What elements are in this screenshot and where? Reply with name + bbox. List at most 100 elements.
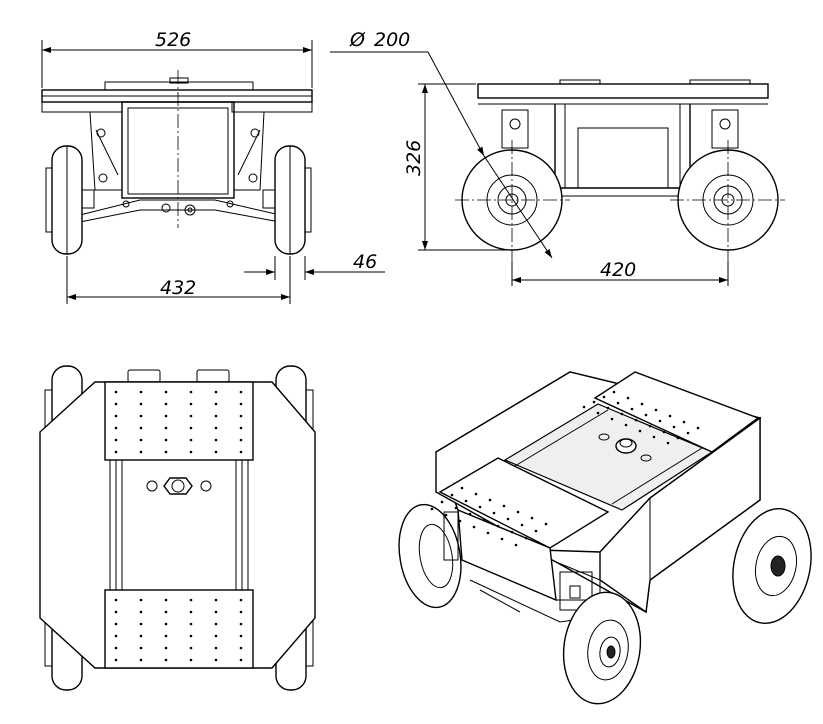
mounting-hole bbox=[610, 417, 614, 421]
mounting-hole bbox=[460, 486, 464, 490]
hole-pattern-top-plate bbox=[114, 390, 243, 454]
mounting-hole bbox=[486, 531, 490, 535]
mounting-hole bbox=[239, 390, 243, 394]
mounting-hole bbox=[164, 610, 168, 614]
mounting-hole bbox=[516, 510, 520, 514]
mounting-hole bbox=[676, 436, 680, 440]
mounting-hole bbox=[592, 400, 596, 404]
mounting-hole bbox=[596, 411, 600, 415]
top-view bbox=[39, 365, 316, 691]
mounting-hole bbox=[189, 646, 193, 650]
mounting-hole bbox=[139, 414, 143, 418]
mounting-hole bbox=[139, 646, 143, 650]
mounting-hole bbox=[114, 658, 118, 662]
mounting-hole bbox=[139, 426, 143, 430]
mounting-hole bbox=[189, 634, 193, 638]
mounting-hole bbox=[630, 407, 634, 411]
mounting-hole bbox=[189, 658, 193, 662]
front-view bbox=[41, 70, 313, 255]
dimension-46: 46 bbox=[244, 251, 385, 280]
mounting-hole bbox=[544, 522, 548, 526]
mounting-hole bbox=[114, 610, 118, 614]
mounting-hole bbox=[239, 634, 243, 638]
mounting-hole bbox=[114, 390, 118, 394]
mounting-hole bbox=[696, 426, 700, 430]
mounting-hole bbox=[534, 529, 538, 533]
mounting-hole bbox=[139, 438, 143, 442]
mounting-hole bbox=[644, 413, 648, 417]
mounting-hole bbox=[164, 658, 168, 662]
mounting-hole bbox=[189, 390, 193, 394]
dimension-432: 432 bbox=[66, 256, 291, 304]
hole-pattern-iso-rear-plate bbox=[582, 390, 700, 445]
mounting-hole bbox=[492, 511, 496, 515]
mounting-hole bbox=[626, 396, 630, 400]
side-view bbox=[455, 79, 785, 262]
mounting-hole bbox=[114, 414, 118, 418]
mounting-hole bbox=[652, 435, 656, 439]
mounting-hole bbox=[114, 634, 118, 638]
mounting-hole bbox=[450, 493, 454, 497]
mounting-hole bbox=[502, 504, 506, 508]
isometric-view bbox=[398, 371, 812, 705]
mounting-hole bbox=[464, 499, 468, 503]
mounting-hole bbox=[478, 505, 482, 509]
hole-pattern-bottom-plate bbox=[114, 598, 243, 662]
mounting-hole bbox=[164, 438, 168, 442]
mounting-hole bbox=[634, 418, 638, 422]
mounting-hole bbox=[506, 517, 510, 521]
mounting-hole bbox=[114, 426, 118, 430]
dimension-432-label: 432 bbox=[160, 277, 196, 299]
mounting-hole bbox=[440, 500, 444, 504]
mounting-hole bbox=[214, 438, 218, 442]
mounting-hole bbox=[139, 390, 143, 394]
mounting-hole bbox=[139, 450, 143, 454]
mounting-hole bbox=[496, 524, 500, 528]
mounting-hole bbox=[638, 429, 642, 433]
mounting-hole bbox=[139, 402, 143, 406]
mounting-hole bbox=[239, 450, 243, 454]
mounting-hole bbox=[239, 658, 243, 662]
mounting-hole bbox=[214, 390, 218, 394]
mounting-hole bbox=[666, 441, 670, 445]
mounting-hole bbox=[139, 634, 143, 638]
mounting-hole bbox=[114, 402, 118, 406]
mounting-hole bbox=[139, 622, 143, 626]
mounting-hole bbox=[239, 438, 243, 442]
mounting-hole bbox=[488, 498, 492, 502]
dimension-420: 420 bbox=[511, 259, 729, 286]
mounting-hole bbox=[239, 646, 243, 650]
mounting-hole bbox=[239, 610, 243, 614]
mounting-hole bbox=[214, 622, 218, 626]
mounting-hole bbox=[602, 395, 606, 399]
dimension-420-label: 420 bbox=[600, 259, 636, 281]
mounting-hole bbox=[640, 402, 644, 406]
mounting-hole bbox=[139, 610, 143, 614]
mounting-hole bbox=[164, 390, 168, 394]
mounting-hole bbox=[139, 598, 143, 602]
mounting-hole bbox=[189, 402, 193, 406]
mounting-hole bbox=[164, 414, 168, 418]
mounting-hole bbox=[658, 419, 662, 423]
mounting-hole bbox=[189, 610, 193, 614]
mounting-hole bbox=[164, 646, 168, 650]
mounting-hole bbox=[214, 414, 218, 418]
mounting-hole bbox=[164, 450, 168, 454]
mounting-hole bbox=[582, 405, 586, 409]
mounting-hole bbox=[189, 450, 193, 454]
mounting-hole bbox=[454, 506, 458, 510]
mounting-hole bbox=[114, 646, 118, 650]
mounting-hole bbox=[214, 610, 218, 614]
mounting-hole bbox=[189, 622, 193, 626]
mounting-hole bbox=[214, 658, 218, 662]
mounting-hole bbox=[444, 513, 448, 517]
mounting-hole bbox=[624, 423, 628, 427]
mounting-hole bbox=[189, 438, 193, 442]
mounting-hole bbox=[239, 402, 243, 406]
mounting-hole bbox=[114, 598, 118, 602]
mounting-hole bbox=[214, 646, 218, 650]
mounting-hole bbox=[239, 414, 243, 418]
mounting-hole bbox=[214, 450, 218, 454]
mounting-hole bbox=[474, 492, 478, 496]
